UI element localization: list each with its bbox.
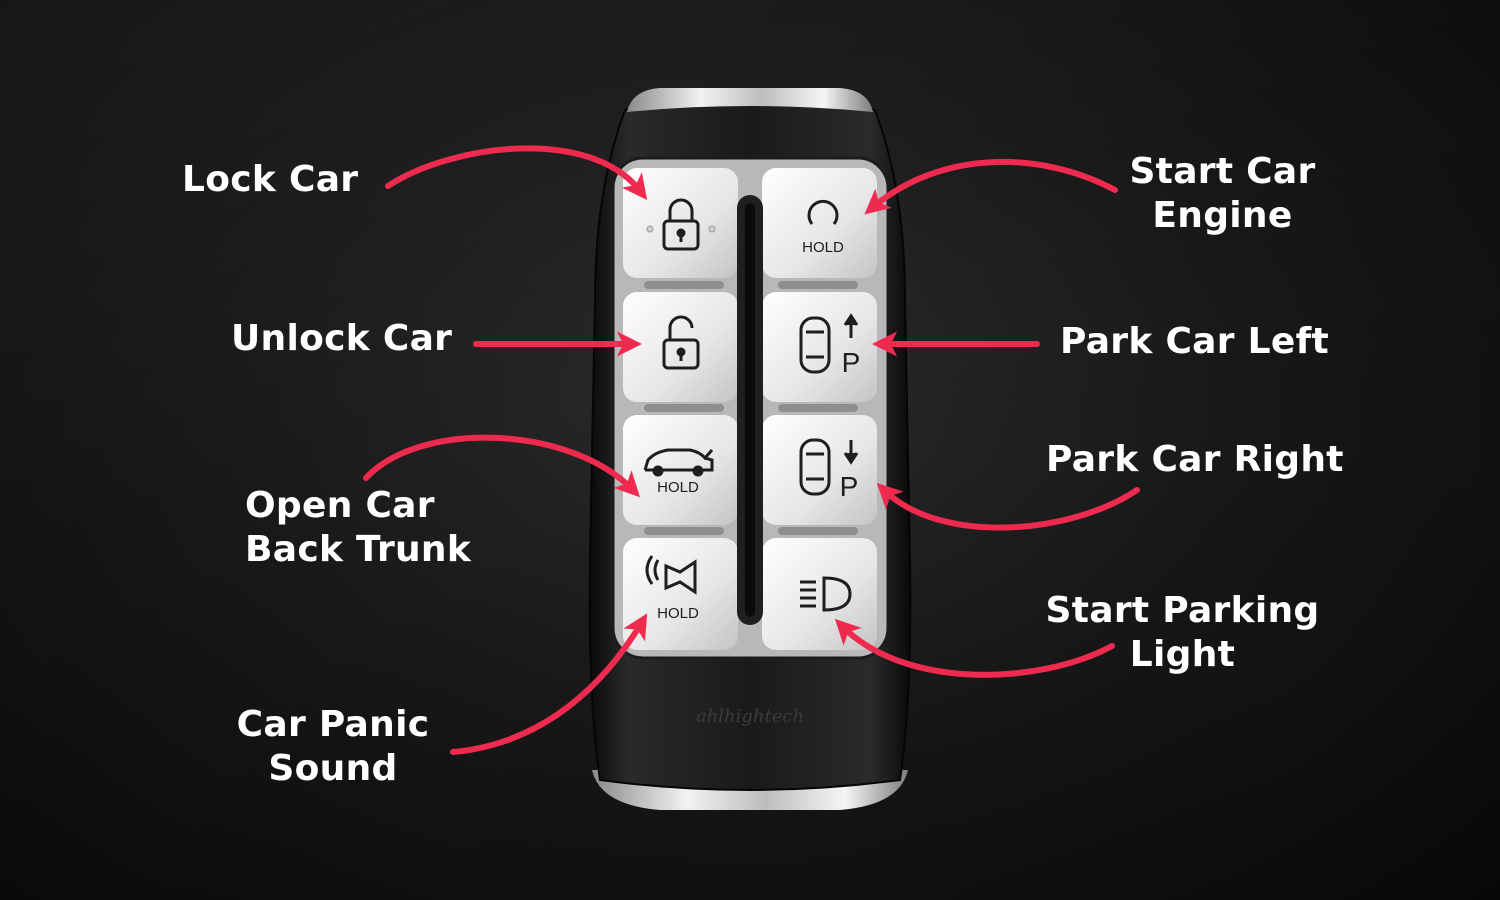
label-open-trunk: Open Car Back Trunk [245, 484, 471, 572]
lock-button[interactable] [623, 168, 738, 278]
padlock-open-icon [662, 315, 700, 370]
engine-start-icon [807, 199, 839, 225]
panic-button[interactable]: HOLD [623, 538, 738, 650]
label-park-left: Park Car Left [1060, 320, 1329, 364]
label-panic-sound-line2: Sound [268, 748, 398, 789]
label-lock-car-text: Lock Car [182, 159, 359, 200]
car-trunk-icon [643, 448, 714, 477]
label-park-right: Park Car Right [1046, 438, 1344, 482]
label-parking-light: Start Parking Light [1040, 589, 1325, 677]
trunk-caption: HOLD [657, 479, 699, 496]
horn-icon [645, 555, 697, 595]
label-unlock-car: Unlock Car [231, 317, 452, 361]
label-unlock-car-text: Unlock Car [231, 318, 453, 359]
label-panic-sound: Car Panic Sound [222, 703, 444, 791]
label-lock-car: Lock Car [182, 158, 358, 202]
start-engine-button[interactable]: HOLD [762, 168, 877, 278]
arrow-panic-sound [450, 613, 648, 755]
park-left-button[interactable]: P [762, 292, 877, 402]
car-park-forward-icon [799, 313, 859, 374]
park-left-p-label: P [842, 347, 861, 378]
label-open-trunk-line1: Open Car [245, 485, 435, 526]
headlight-icon [800, 576, 852, 612]
callout-arrows [363, 145, 1140, 755]
label-park-right-text: Park Car Right [1046, 439, 1344, 480]
arrow-lock-car [385, 145, 648, 201]
panic-caption: HOLD [657, 605, 699, 622]
label-park-left-text: Park Car Left [1060, 321, 1330, 362]
button-separators [644, 281, 858, 535]
label-parking-light-line1: Start Parking [1045, 590, 1320, 631]
label-open-trunk-line2: Back Trunk [245, 529, 472, 570]
fob-engraving: ahlhightech [696, 706, 804, 727]
trunk-button[interactable]: HOLD [623, 415, 738, 525]
label-start-engine: Start Car Engine [1120, 150, 1325, 238]
label-start-engine-line1: Start Car [1129, 151, 1316, 192]
park-right-p-label: P [840, 471, 859, 502]
arrow-open-trunk [363, 434, 641, 498]
padlock-closed-icon [662, 198, 700, 251]
unlock-button[interactable] [623, 292, 738, 402]
fob-top-chrome [627, 88, 873, 112]
arrow-park-right [876, 482, 1140, 531]
label-parking-light-line2: Light [1129, 634, 1236, 675]
arrow-start-engine [864, 158, 1118, 215]
arrow-parking-light [834, 618, 1115, 678]
car-park-reverse-icon [799, 438, 859, 496]
parking-light-button[interactable] [762, 538, 877, 650]
label-panic-sound-line1: Car Panic [236, 704, 430, 745]
park-right-button[interactable]: P [762, 415, 877, 525]
label-start-engine-line2: Engine [1152, 195, 1293, 236]
start-engine-caption: HOLD [802, 239, 844, 256]
